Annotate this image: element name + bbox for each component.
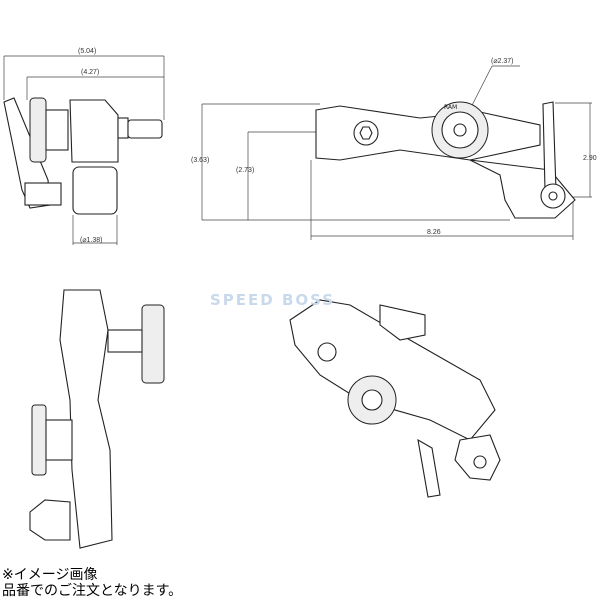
dim-side-width: (4.27) [81, 69, 99, 76]
dim-top-knob-diameter: (⌀2.37) [491, 58, 514, 65]
image-note: ※イメージ画像 品番でのご注文となります。 [2, 567, 182, 599]
dim-top-length: 8.26 [427, 229, 441, 236]
note-line-2: 品番でのご注文となります。 [2, 583, 183, 599]
dim-side-overall-width: (5.04) [78, 48, 96, 55]
knob-brand: RAM [444, 104, 457, 111]
side-view: (5.04) (4.27) (⌀1.38) [3, 48, 165, 245]
note-line-1: ※イメージ画像 [2, 567, 98, 583]
watermark: SPEED BOSS [210, 291, 335, 309]
dim-top-right-height: 2.90 [583, 155, 597, 162]
dim-top-overall-height: (3.63) [191, 157, 209, 164]
front-view [29, 289, 165, 549]
dim-side-diameter: (⌀1.38) [80, 237, 103, 244]
dim-top-height: (2.73) [236, 167, 254, 174]
top-view: (3.63) (2.73) 2.90 8.26 (⌀2.37) RAM [191, 58, 597, 240]
isometric-view [289, 299, 501, 498]
